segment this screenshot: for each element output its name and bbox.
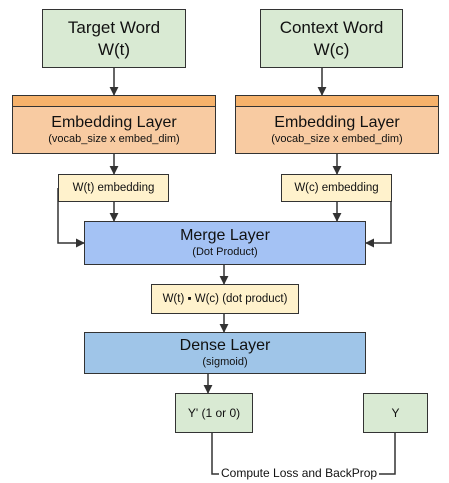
target-word-symbol: W(t) bbox=[97, 39, 131, 59]
loss-label: Compute Loss and BackProp bbox=[219, 466, 380, 480]
context-word-symbol: W(c) bbox=[313, 39, 350, 59]
target-word-box: Target Word W(t) bbox=[42, 9, 186, 68]
context-word-title: Context Word bbox=[279, 18, 384, 38]
context-word-box: Context Word W(c) bbox=[260, 9, 403, 68]
y-pred-box: Y' (1 or 0) bbox=[175, 393, 253, 433]
merge-layer-subtitle: (Dot Product) bbox=[192, 246, 258, 259]
wc-embedding-box: W(c) embedding bbox=[281, 174, 392, 202]
embedding-layer-right: Embedding Layer (vocab_size x embed_dim) bbox=[235, 106, 439, 154]
embedding-right-title: Embedding Layer bbox=[274, 114, 400, 132]
wt-embedding-box: W(t) embedding bbox=[58, 174, 169, 202]
y-pred-label: Y' (1 or 0) bbox=[187, 405, 241, 420]
wt-embedding-label: W(t) embedding bbox=[72, 181, 155, 194]
y-true-label: Y bbox=[391, 405, 400, 420]
target-word-title: Target Word bbox=[67, 18, 161, 38]
embedding-left-title: Embedding Layer bbox=[51, 114, 177, 132]
merge-layer-box: Merge Layer (Dot Product) bbox=[84, 221, 366, 265]
embedding-left-subtitle: (vocab_size x embed_dim) bbox=[48, 133, 180, 146]
dense-layer-subtitle: (sigmoid) bbox=[202, 356, 248, 369]
arrow-wc-to-merge bbox=[365, 188, 392, 248]
embedding-right-subtitle: (vocab_size x embed_dim) bbox=[271, 133, 403, 146]
arrow-wt-to-merge bbox=[57, 188, 85, 248]
dense-layer-title: Dense Layer bbox=[179, 337, 271, 355]
dense-layer-box: Dense Layer (sigmoid) bbox=[84, 332, 366, 374]
dot-product-box: W(t) ▪ W(c) (dot product) bbox=[151, 284, 299, 314]
y-true-box: Y bbox=[363, 393, 428, 433]
dot-product-label: W(t) ▪ W(c) (dot product) bbox=[162, 292, 288, 305]
embedding-layer-left: Embedding Layer (vocab_size x embed_dim) bbox=[12, 106, 216, 154]
merge-layer-title: Merge Layer bbox=[180, 227, 270, 245]
wc-embedding-label: W(c) embedding bbox=[294, 181, 379, 194]
